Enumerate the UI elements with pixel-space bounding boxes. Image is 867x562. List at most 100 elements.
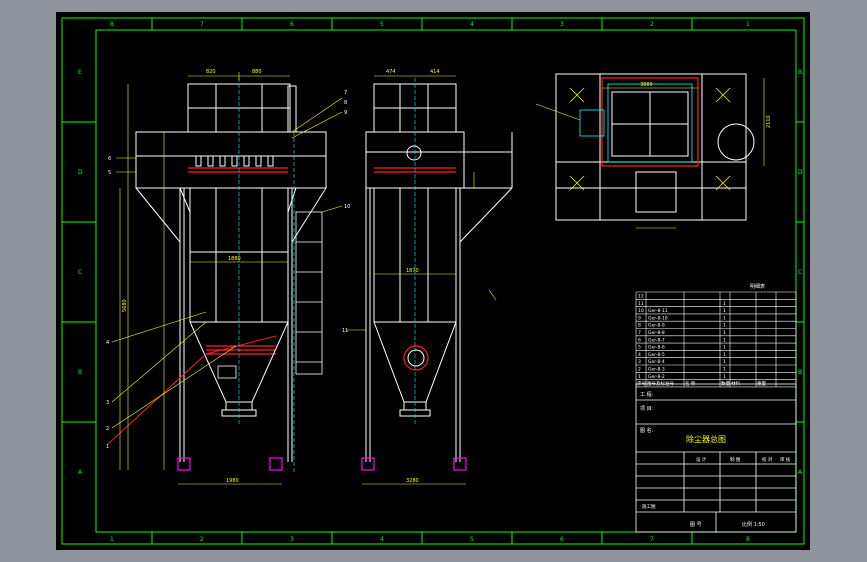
row-label: 设 计 (696, 456, 707, 463)
dim-label: 1870 (406, 268, 419, 274)
bom-cell: Ger-8-9 (648, 323, 665, 329)
bom-cell: 7 (638, 330, 641, 336)
dim-label: 1880 (228, 256, 241, 262)
row-label: B (798, 69, 802, 76)
callout-label: 11 (342, 328, 348, 334)
callout-label: 10 (344, 204, 350, 210)
bom-cell: 1 (723, 352, 726, 358)
bom-cell: 1 (723, 367, 726, 373)
callout-label: 8 (344, 100, 347, 106)
callout-label: 9 (344, 110, 347, 116)
dim-label: 880 (252, 69, 262, 75)
bom-cell: 1 (638, 374, 641, 380)
bom-cell: Ger-8-6 (648, 345, 665, 351)
bom-cell: 5 (638, 345, 641, 351)
callout-label: 1 (106, 444, 109, 450)
bom-cell: 6 (638, 337, 641, 343)
front-elevation: 820 880 1880 1980 5680 7 8 9 10 6 5 4 3 … (106, 69, 350, 485)
title-block: 工 程: 项 目: 图 名: 除尘器总图 设 计 制 图 校 对 审 核 施工图… (635, 383, 797, 533)
col-label: 8 (746, 536, 750, 543)
bom-cell: 11 (638, 301, 644, 307)
bom-cell: 1 (723, 315, 726, 321)
bom-cell: Ger-8-8 (648, 330, 665, 336)
bom-cell: 12 (638, 294, 644, 300)
col-label: 4 (470, 21, 474, 28)
col-label: 6 (560, 536, 564, 543)
row-label: C (798, 269, 802, 276)
label-scale: 比例 1:50 (742, 521, 765, 528)
bom-cell: 9 (638, 315, 641, 321)
col-label: 3 (560, 21, 564, 28)
bom-cell: 10 (638, 308, 644, 314)
col-label: 2 (650, 21, 654, 28)
dim-label: 1980 (226, 478, 239, 484)
bom-cell: 1 (723, 345, 726, 351)
dim-label: 414 (430, 69, 440, 75)
dim-label: 5680 (122, 299, 128, 312)
bom-cell: 3 (638, 359, 641, 365)
dim-label: 3280 (406, 478, 419, 484)
bom-cell: 1 (723, 359, 726, 365)
outer-frame (61, 17, 805, 545)
col-label: 8 (110, 21, 114, 28)
col-label: 5 (470, 536, 474, 543)
callout-label: 3 (106, 400, 109, 406)
bom-header: 明细表 (750, 283, 765, 290)
dim-label: 474 (386, 69, 396, 75)
bom-cell: Ger-8-4 (648, 359, 665, 365)
col-label: 3 (290, 536, 294, 543)
label-drawing: 图 名: (640, 427, 654, 434)
dim-label: 820 (206, 69, 216, 75)
row-label: B (798, 369, 802, 376)
column-ticks-bottom (151, 532, 693, 544)
bom-cell: 1 (723, 337, 726, 343)
row-label: D (798, 169, 803, 176)
row-ticks (62, 121, 804, 423)
bom-cell: 1 (723, 374, 726, 380)
label-project: 工 程: (640, 391, 654, 398)
row-label: A (78, 469, 83, 476)
drawing-sheet: 8 7 6 5 4 3 2 1 1 2 3 4 5 6 7 8 E D C B (56, 12, 810, 550)
label-sheet: 图 号 (690, 522, 702, 528)
bom-cell: 4 (638, 352, 641, 358)
callout-label: 7 (344, 90, 347, 96)
col-label: 2 (200, 536, 204, 543)
bom-cell: Ger-8-11 (648, 308, 668, 314)
row-label: D (78, 169, 83, 176)
bom-cell: 1 (723, 308, 726, 314)
callout-label: 2 (106, 426, 109, 432)
bom-cell: 1 (723, 330, 726, 336)
bom-cell: Ger-8-5 (648, 352, 665, 358)
col-label: 7 (200, 21, 204, 28)
col-label: 1 (110, 536, 114, 543)
col-label: 5 (380, 21, 384, 28)
label-sub: 项 目: (640, 406, 654, 412)
col-label: 4 (380, 536, 384, 543)
bom-cell: 1 (723, 323, 726, 329)
side-elevation: 474 414 1870 3280 11 (342, 69, 513, 485)
bom-cell: Ger-8-2 (648, 374, 665, 380)
column-ticks-top (151, 18, 693, 30)
callout-label: 5 (108, 170, 111, 176)
bom-cell: Ger-8-7 (648, 337, 665, 343)
drawing-canvas: 8 7 6 5 4 3 2 1 1 2 3 4 5 6 7 8 E D C B (61, 17, 805, 545)
inner-frame (95, 29, 797, 533)
dim-label: 2110 (766, 115, 772, 128)
callout-label: 4 (106, 340, 109, 346)
label-company: 施工图 (642, 503, 656, 510)
plan-view: 3880 2110 (488, 73, 772, 301)
row-label: E (78, 69, 82, 76)
row-label: 制 图 (730, 456, 741, 463)
callout-label: 6 (108, 156, 111, 162)
drawing-title: 除尘器总图 (686, 434, 726, 444)
dim-label: 3880 (640, 82, 653, 88)
bom-cell: 2 (638, 367, 641, 373)
bom-cell: 1 (723, 301, 726, 307)
col-label: 7 (650, 536, 654, 543)
row-label: B (78, 369, 82, 376)
row-label: 校 对 (762, 456, 773, 463)
bom-cell: 8 (638, 323, 641, 329)
col-label: 1 (746, 21, 750, 28)
